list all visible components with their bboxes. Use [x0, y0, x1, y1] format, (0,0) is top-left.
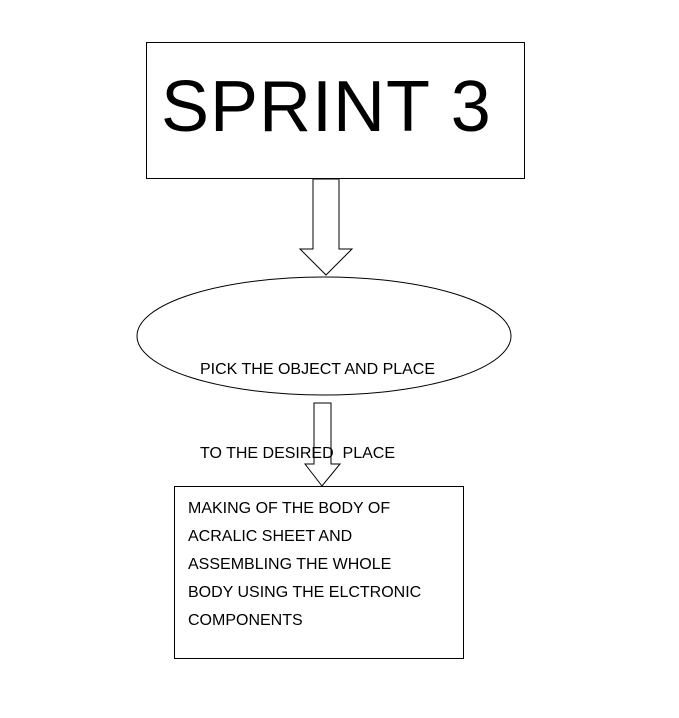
process-ellipse — [136, 276, 512, 396]
step2-box: MAKING OF THE BODY OF ACRALIC SHEET AND … — [174, 486, 464, 659]
block-arrow-down-1 — [298, 178, 354, 276]
sprint-title-box: SPRINT 3 — [146, 42, 525, 179]
step1-text: PICK THE OBJECT AND PLACE TO THE DESIRED… — [200, 300, 460, 496]
block-arrow-down-2 — [303, 402, 342, 487]
step2-line: ASSEMBLING THE WHOLE — [188, 556, 392, 573]
step2-line: ACRALIC SHEET AND — [188, 528, 353, 545]
step1-line: PICK THE OBJECT AND PLACE — [200, 361, 436, 378]
step1-line: TO THE DESIRED PLACE — [200, 445, 396, 462]
step2-line: COMPONENTS — [188, 612, 303, 629]
step2-line: MAKING OF THE BODY OF — [188, 500, 391, 517]
step2-text: MAKING OF THE BODY OF ACRALIC SHEET AND … — [188, 495, 421, 635]
sprint-title: SPRINT 3 — [161, 67, 492, 147]
step2-line: BODY USING THE ELCTRONIC — [188, 584, 422, 601]
